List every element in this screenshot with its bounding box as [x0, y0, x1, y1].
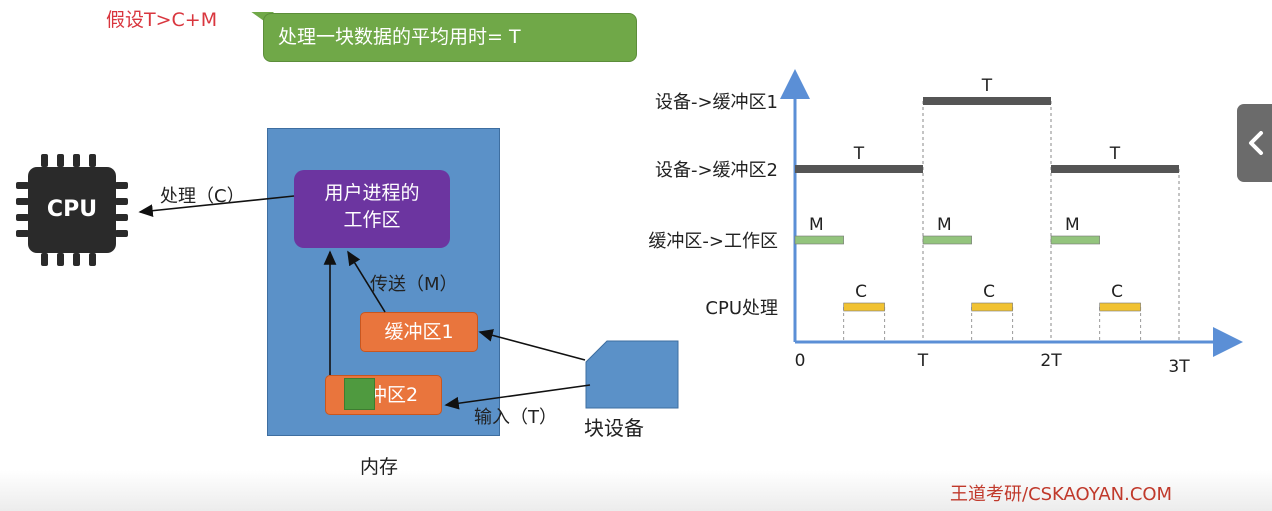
segment-label-2: T [1109, 144, 1121, 164]
chevron-left-icon [1249, 131, 1263, 155]
timeline-diagram: 设备->缓冲区1 设备->缓冲区2 缓冲区->工作区 CPU处理 0 T 2T 3T T T T M M… [648, 69, 1243, 377]
segment-label-7: C [983, 282, 995, 302]
bottom-shade [0, 470, 1272, 511]
row-label-1: 设备->缓冲区2 [655, 160, 778, 181]
callout-bubble: 处理一块数据的平均用时= T [263, 13, 637, 62]
data-block [344, 378, 375, 410]
memory-label: 内存 [360, 456, 399, 478]
tick-label-3: 3T [1168, 357, 1190, 377]
row-label-3: CPU处理 [705, 298, 778, 319]
tick-label-0: 0 [795, 351, 806, 371]
user-work-area: 用户进程的工作区 [294, 170, 450, 248]
segment-label-6: C [855, 282, 867, 302]
block-device-shape [585, 340, 679, 409]
row-label-2: 缓冲区->工作区 [648, 231, 778, 252]
arrow-work-to-cpu [138, 195, 295, 218]
segment-2 [1051, 165, 1179, 173]
transfer-m-label: 传送（M） [370, 274, 458, 295]
segment-5 [1050, 235, 1100, 245]
cpu-label: CPU [46, 197, 98, 222]
tick-label-2: 2T [1040, 351, 1062, 371]
cpu-chip: CPU [28, 167, 116, 253]
segment-label-5: M [1065, 215, 1080, 235]
segment-label-1: T [853, 144, 865, 164]
buffer-1: 缓冲区1 [360, 312, 478, 352]
callout-text: 处理一块数据的平均用时= T [278, 26, 521, 48]
segment-7 [971, 302, 1013, 312]
flow-arrows [138, 195, 591, 410]
segment-3 [794, 235, 844, 245]
segment-label-4: M [937, 215, 952, 235]
segment-1 [795, 165, 923, 173]
brand-watermark: 王道考研/CSKAOYAN.COM [950, 484, 1173, 505]
segment-label-3: M [809, 215, 824, 235]
row-label-0: 设备->缓冲区1 [655, 92, 778, 113]
segment-label-0: T [981, 76, 993, 96]
input-t-label: 输入（T） [474, 407, 557, 428]
cpu-pins [16, 154, 128, 266]
process-c-label: 处理（C） [160, 186, 245, 207]
assumption-text: 假设T>C+M [106, 9, 218, 31]
tick-label-1: T [917, 351, 929, 371]
arrow-device-to-buffer2 [444, 384, 591, 410]
prev-slide-button[interactable] [1237, 104, 1272, 182]
work-area-label: 用户进程的工作区 [324, 182, 420, 231]
block-device-label: 块设备 [584, 416, 644, 440]
segment-label-8: C [1111, 282, 1123, 302]
segment-6 [843, 302, 885, 312]
segment-8 [1099, 302, 1141, 312]
arrow-buffer1-to-work [347, 250, 386, 313]
arrow-device-to-buffer1 [478, 329, 586, 361]
segment-0 [923, 97, 1051, 105]
segment-4 [922, 235, 972, 245]
